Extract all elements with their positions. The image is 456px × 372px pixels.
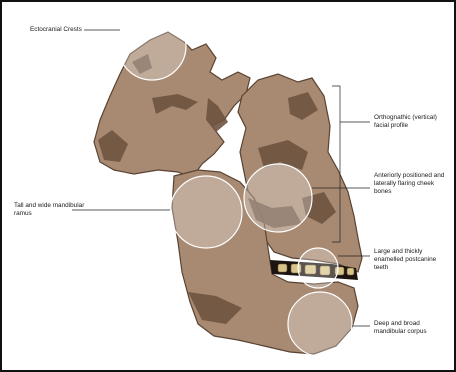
ramus-highlight — [170, 176, 242, 248]
cheek-bones-label: Anteriorly positioned and laterally flar… — [374, 172, 450, 196]
corpus-highlight — [288, 292, 352, 356]
teeth-highlight — [298, 248, 338, 288]
facial-profile-label: Orthognathic (vertical) facial profile — [374, 114, 450, 130]
ectocranial-crests-label: Ectocranial Crests — [30, 26, 82, 34]
crest-highlight — [118, 12, 186, 80]
mandibular-corpus-label: Deep and broad mandibular corpus — [374, 320, 450, 336]
postcanine-teeth-label: Large and thickly enamelled postcanine t… — [374, 248, 450, 272]
mandibular-ramus-label: Tall and wide mandibular ramus — [14, 202, 94, 218]
cheek-highlight — [244, 164, 312, 232]
